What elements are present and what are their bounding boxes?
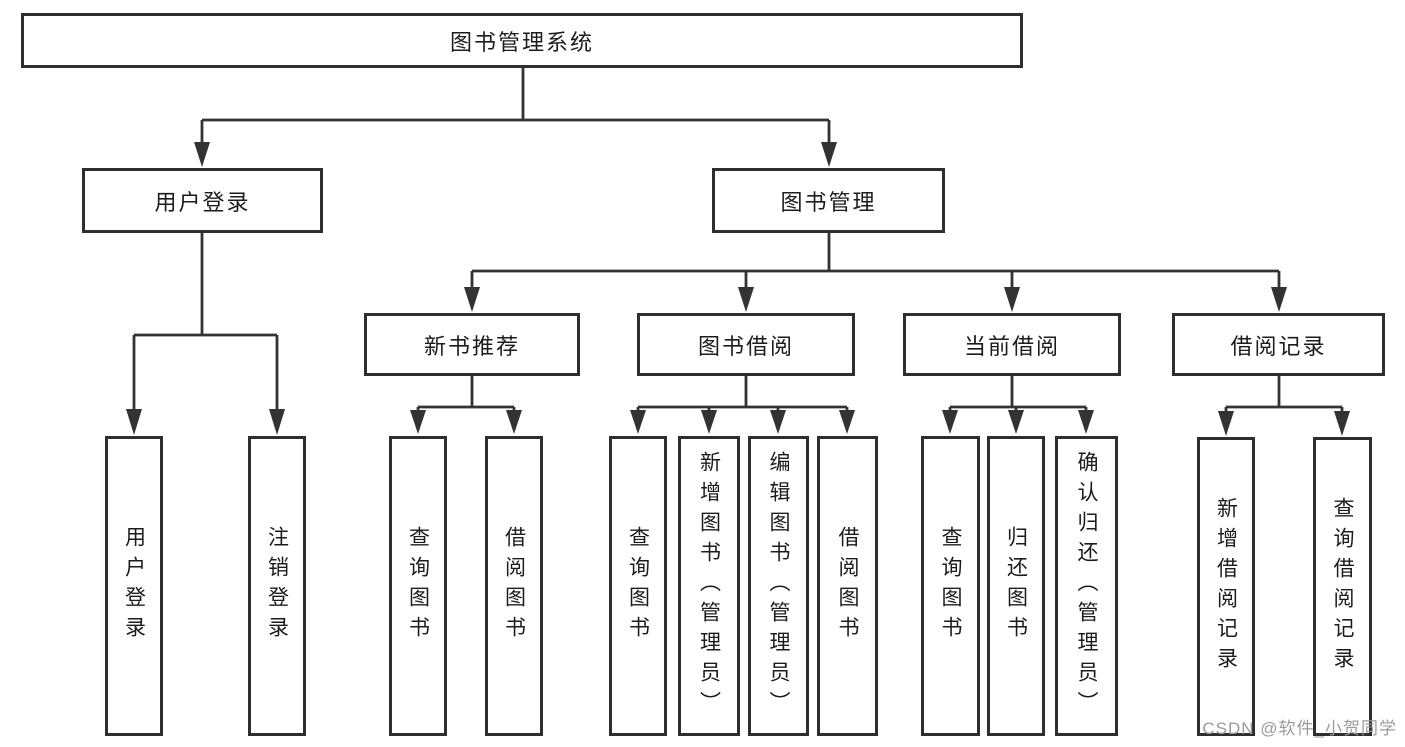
leaf-rec-query-books-label: 查询图书: [406, 526, 430, 646]
leaf-current-query-books: 查询图书: [921, 436, 980, 736]
edge-new-book-rec-to-children: [410, 376, 522, 434]
leaf-borrow-query-books: 查询图书: [609, 436, 667, 736]
leaf-rec-borrow-books-label: 借阅图书: [502, 526, 526, 646]
node-book-mgmt-label: 图书管理: [780, 189, 877, 215]
node-borrow-record-label: 借阅记录: [1230, 333, 1327, 359]
edge-root-to-level2: [194, 67, 837, 167]
node-library-system-label: 图书管理系统: [449, 29, 594, 55]
node-book-mgmt: 图书管理: [712, 168, 945, 233]
leaf-rec-query-books: 查询图书: [389, 436, 447, 736]
leaf-confirm-return-admin-label: 确认归还（管理员）: [1075, 451, 1098, 721]
leaf-edit-books-admin-label: 编辑图书（管理员）: [767, 451, 790, 721]
node-book-borrow: 图书借阅: [637, 313, 855, 376]
leaf-borrow-query-books-label: 查询图书: [626, 526, 650, 646]
leaf-query-borrow-record: 查询借阅记录: [1313, 437, 1372, 736]
leaf-user-login: 用户登录: [105, 436, 163, 736]
csdn-watermark: CSDN @软件_小贺同学: [1202, 719, 1397, 738]
edge-book-borrow-to-children: [630, 376, 855, 434]
leaf-current-query-books-label: 查询图书: [939, 526, 962, 646]
leaf-borrow-books: 借阅图书: [817, 436, 878, 736]
leaf-logout-label: 注销登录: [265, 526, 289, 646]
node-user-login-group-label: 用户登录: [154, 189, 251, 215]
leaf-add-borrow-record-label: 新增借阅记录: [1214, 496, 1238, 677]
leaf-return-books: 归还图书: [987, 436, 1045, 736]
node-current-borrow-label: 当前借阅: [963, 333, 1060, 359]
leaf-confirm-return-admin: 确认归还（管理员）: [1055, 436, 1118, 736]
node-new-book-rec-label: 新书推荐: [423, 333, 520, 359]
leaf-edit-books-admin: 编辑图书（管理员）: [748, 436, 809, 736]
leaf-borrow-books-label: 借阅图书: [836, 526, 859, 646]
node-user-login-group: 用户登录: [82, 168, 323, 233]
edge-user-login-to-children: [126, 233, 285, 435]
leaf-user-login-label: 用户登录: [122, 526, 146, 646]
edge-current-borrow-to-children: [942, 376, 1094, 434]
leaf-query-borrow-record-label: 查询借阅记录: [1331, 496, 1354, 677]
leaf-add-borrow-record: 新增借阅记录: [1197, 437, 1255, 736]
leaf-logout: 注销登录: [248, 436, 306, 736]
node-new-book-rec: 新书推荐: [364, 313, 580, 376]
node-library-system: 图书管理系统: [21, 13, 1023, 68]
edge-book-mgmt-to-level3: [464, 233, 1287, 312]
leaf-add-books-admin: 新增图书（管理员）: [678, 436, 740, 736]
leaf-rec-borrow-books: 借阅图书: [485, 436, 543, 736]
leaf-add-books-admin-label: 新增图书（管理员）: [697, 451, 721, 721]
leaf-return-books-label: 归还图书: [1004, 526, 1028, 646]
edge-borrow-record-to-children: [1218, 376, 1350, 436]
node-book-borrow-label: 图书借阅: [697, 333, 794, 359]
node-current-borrow: 当前借阅: [903, 313, 1121, 376]
node-borrow-record: 借阅记录: [1172, 313, 1385, 376]
